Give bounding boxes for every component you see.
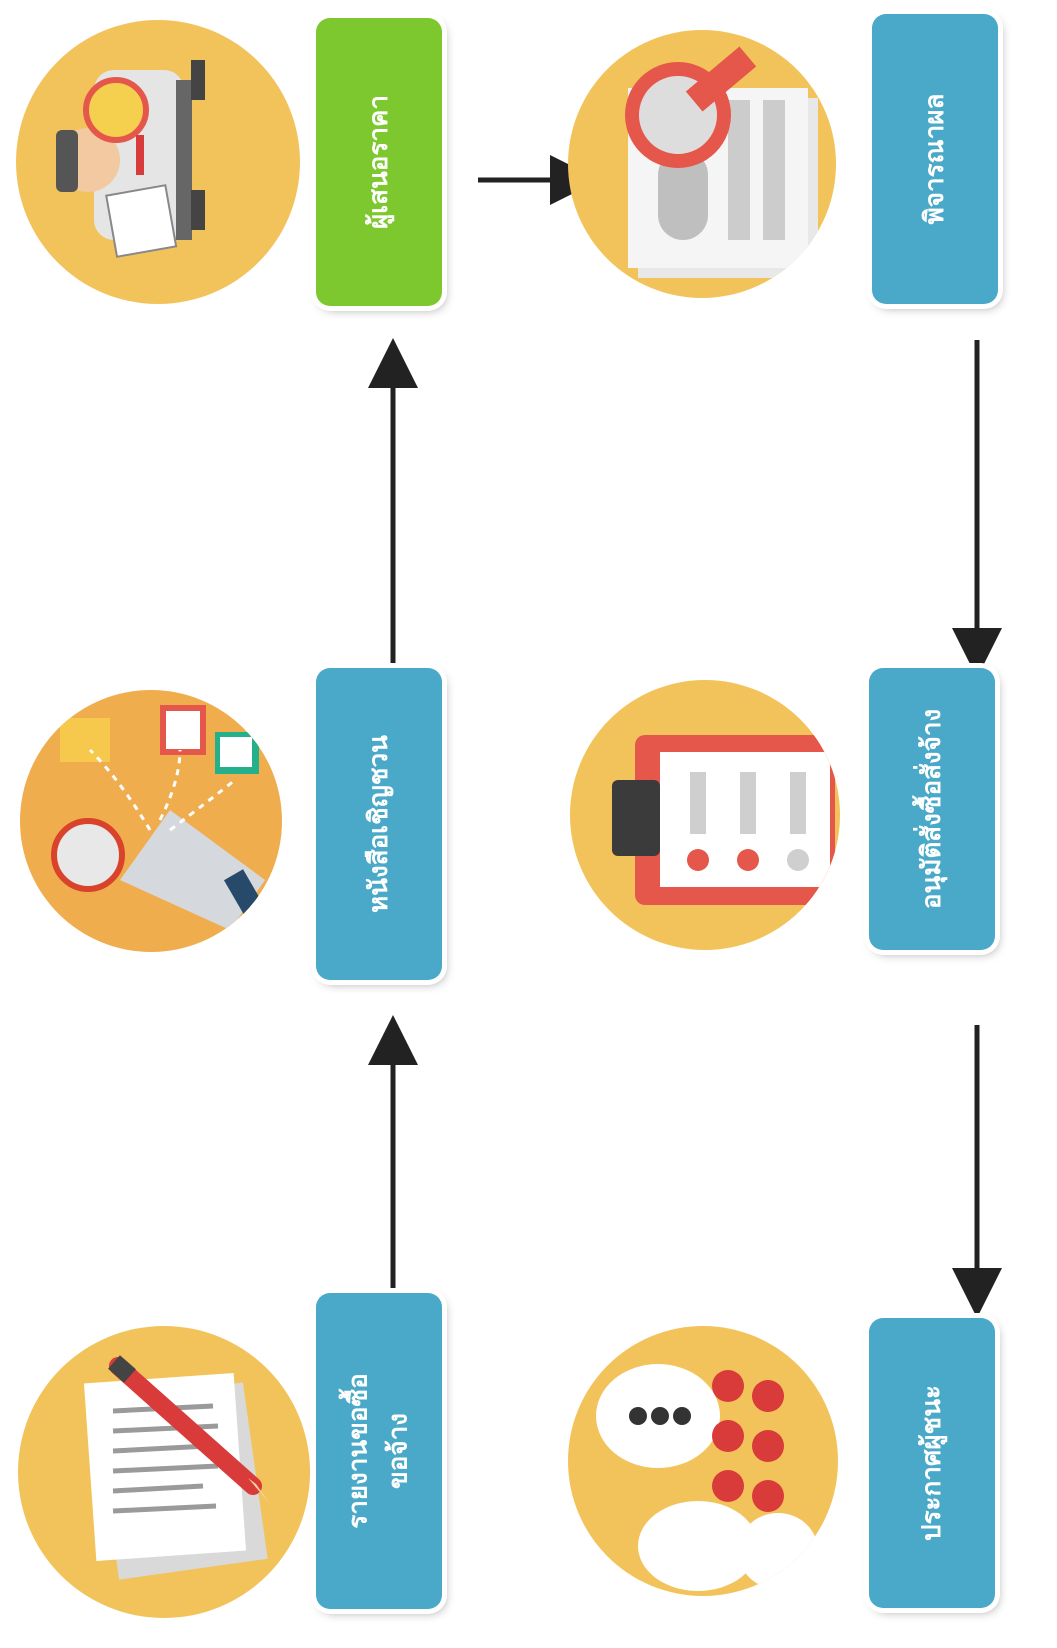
evaluation-illustration: [568, 30, 836, 298]
step-invitation-box[interactable]: หนังสือเชิญชวน: [316, 668, 442, 980]
step-report-box[interactable]: รายงานขอซื้อ ขอจ้าง: [316, 1293, 442, 1609]
step-report-label: รายงานขอซื้อ ขอจ้าง: [339, 1373, 420, 1529]
magnifier-document-icon: [625, 46, 818, 278]
approval-illustration: [570, 680, 840, 950]
report-illustration: [18, 1326, 310, 1618]
step-evaluation-line1: พิจารณาผล: [919, 93, 950, 225]
clipboard-checklist-icon: [612, 735, 835, 905]
step-bidder-label: ผู้เสนอราคา: [359, 95, 399, 229]
step-invitation-label: หนังสือเชิญชวน: [359, 735, 399, 913]
step-announcement-box[interactable]: ประกาศผู้ชนะ: [869, 1318, 995, 1608]
step-bidder-line1: ผู้เสนอราคา: [363, 95, 394, 229]
bidder-businessman-icon: [56, 60, 205, 258]
step-approval-label: อนุมัติสั่งซื้อสั่งจ้าง: [912, 709, 952, 909]
step-approval-box[interactable]: อนุมัติสั่งซื้อสั่งจ้าง: [869, 668, 995, 950]
step-approval-line1: อนุมัติสั่งซื้อสั่งจ้าง: [916, 708, 947, 910]
report-pencil-icon: [83, 1355, 270, 1580]
step-report-line2: ขอจ้าง: [384, 1413, 414, 1489]
announcement-people-icon: [596, 1364, 818, 1591]
step-announcement-label: ประกาศผู้ชนะ: [912, 1385, 952, 1541]
step-bidder-box[interactable]: ผู้เสนอราคา: [316, 18, 442, 306]
announcement-illustration: [568, 1326, 838, 1596]
step-invitation-line1: หนังสือเชิญชวน: [363, 735, 394, 913]
megaphone-letters-icon: [51, 705, 279, 941]
invitation-illustration: [20, 690, 282, 952]
step-evaluation-box[interactable]: พิจารณาผล: [872, 14, 998, 304]
step-announcement-line1: ประกาศผู้ชนะ: [916, 1385, 947, 1541]
step-report-line1: รายงานขอซื้อ: [343, 1373, 374, 1529]
bidder-illustration: [16, 20, 300, 304]
step-evaluation-label: พิจารณาผล: [915, 94, 955, 225]
